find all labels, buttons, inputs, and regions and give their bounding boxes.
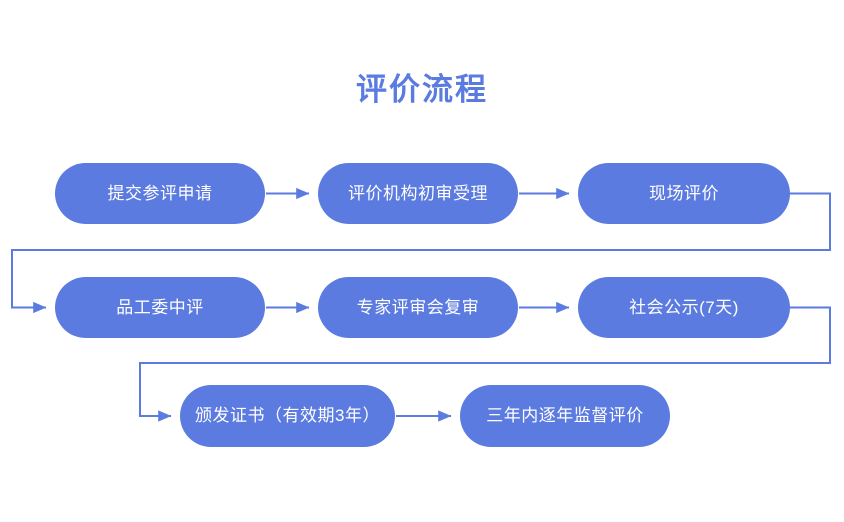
process-node-public-notice[interactable]: 社会公示(7天) <box>578 277 790 338</box>
node-label: 三年内逐年监督评价 <box>486 406 644 425</box>
connector-6-to-7 <box>139 306 831 422</box>
node-label: 现场评价 <box>649 183 719 203</box>
process-node-submit-application[interactable]: 提交参评申请 <box>55 163 265 224</box>
node-label: 提交参评申请 <box>107 183 213 203</box>
process-node-onsite-evaluation[interactable]: 现场评价 <box>578 163 790 224</box>
process-node-issue-certificate[interactable]: 颁发证书（有效期3年） <box>180 385 395 447</box>
node-label: 颁发证书（有效期3年） <box>195 406 380 425</box>
node-label: 社会公示(7天) <box>629 297 739 317</box>
connector-3-to-4 <box>11 192 831 314</box>
process-node-committee-review[interactable]: 品工委中评 <box>55 277 265 338</box>
node-label: 品工委中评 <box>116 297 204 317</box>
page-title: 评价流程 <box>356 72 488 107</box>
node-label: 专家评审会复审 <box>356 297 480 317</box>
process-node-expert-panel-review[interactable]: 专家评审会复审 <box>318 277 518 338</box>
process-node-annual-supervision[interactable]: 三年内逐年监督评价 <box>460 385 670 447</box>
process-node-agency-initial-review[interactable]: 评价机构初审受理 <box>318 163 518 224</box>
node-label: 评价机构初审受理 <box>348 183 488 203</box>
